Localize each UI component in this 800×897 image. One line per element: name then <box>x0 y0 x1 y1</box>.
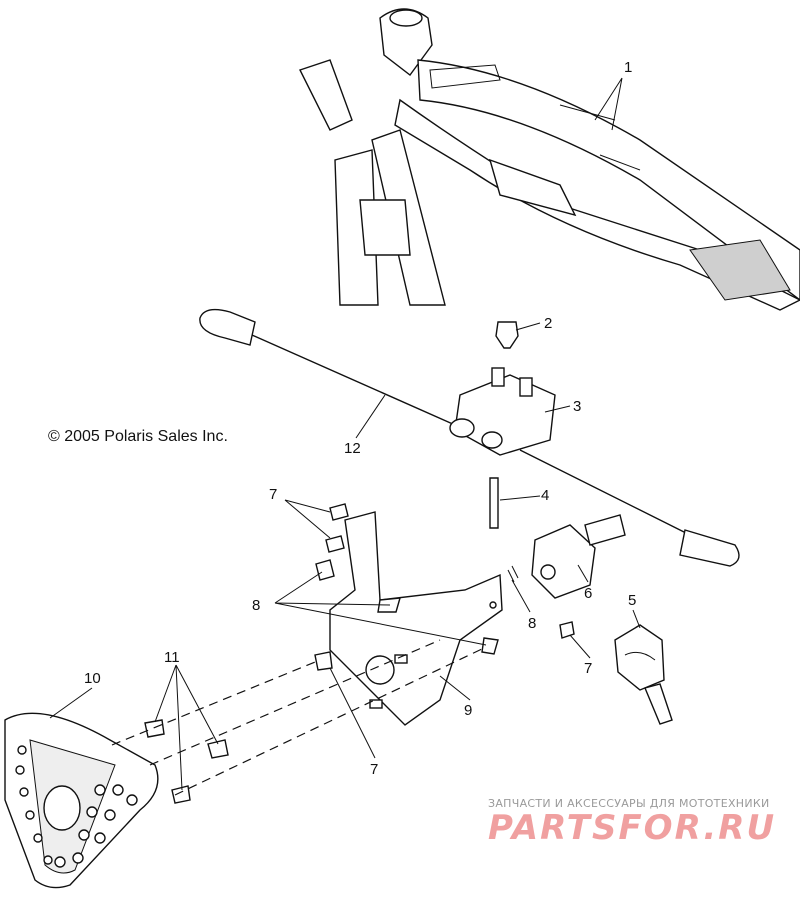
callout-2: 2 <box>544 315 552 332</box>
switch-housing <box>449 321 556 456</box>
retainer-clips <box>144 719 229 804</box>
callout-8-right: 8 <box>528 615 536 632</box>
ignition-switch <box>531 514 626 599</box>
callout-10: 10 <box>84 670 101 687</box>
callout-12: 12 <box>344 440 361 457</box>
callout-7-bottom: 7 <box>370 761 378 778</box>
callout-7-top: 7 <box>269 486 277 503</box>
assembly-lines <box>111 639 485 796</box>
pin <box>489 477 499 529</box>
callout-1: 1 <box>624 59 632 76</box>
callout-4: 4 <box>541 487 549 504</box>
callout-8-left: 8 <box>252 597 260 614</box>
copyright-notice: © 2005 Polaris Sales Inc. <box>48 428 228 445</box>
callout-6: 6 <box>584 585 592 602</box>
leader-lines <box>49 77 641 791</box>
dash-cover <box>4 712 159 889</box>
callout-labels: 1 2 3 4 5 6 7 7 7 8 8 9 10 11 12 <box>84 59 636 778</box>
cover-perforations <box>15 745 138 868</box>
frame-assembly <box>299 8 800 311</box>
ignition-cable <box>199 308 740 567</box>
ignition-key <box>614 624 673 725</box>
callout-11: 11 <box>164 649 180 666</box>
callout-3: 3 <box>573 398 581 415</box>
mounting-bracket <box>329 511 503 726</box>
clips <box>315 559 519 655</box>
callout-9: 9 <box>464 702 472 719</box>
watermark-brand: PARTSFOR.RU <box>488 808 777 848</box>
watermark-tagline: ЗАПЧАСТИ И АКСЕССУАРЫ ДЛЯ МОТОТЕХНИКИ <box>488 797 770 810</box>
callout-7-right: 7 <box>584 660 592 677</box>
screws <box>314 503 575 671</box>
callout-5: 5 <box>628 592 636 609</box>
